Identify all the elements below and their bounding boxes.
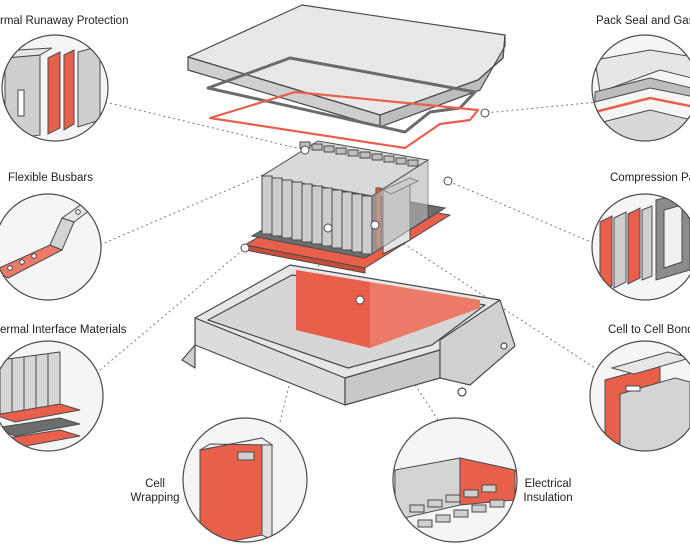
pack-seal — [208, 90, 480, 150]
label-cell-wrapping: Cell Wrapping — [125, 477, 185, 505]
detail-ring-cell-bond — [589, 340, 690, 452]
detail-thermal-runaway — [2, 35, 108, 141]
pack-lid — [187, 4, 506, 128]
detail-ring-thermal-runaway — [1, 34, 109, 142]
detail-ring-compression-pads — [591, 193, 690, 301]
detail-ring-cell-wrapping — [182, 417, 308, 543]
detail-cell-bond — [590, 341, 690, 451]
label-electrical-insulation: Electrical Insulation — [518, 477, 578, 505]
detail-ring-busbars — [0, 193, 102, 301]
label-flexible-busbars: Flexible Busbars — [8, 172, 94, 184]
detail-ring-thermal-interface — [0, 340, 104, 452]
label-electrical-insulation-line2: Insulation — [523, 492, 573, 504]
label-electrical-insulation-line1: Electrical — [524, 478, 572, 490]
detail-electrical-insulation — [393, 418, 517, 542]
label-thermal-interface: ermal Interface Materials — [0, 324, 127, 336]
pack-tray — [181, 264, 516, 406]
detail-busbars — [0, 194, 101, 300]
detail-cell-wrapping — [183, 418, 307, 542]
label-thermal-runaway: rmal Runaway Protection — [0, 15, 129, 27]
leader-cell-bond — [374, 224, 599, 371]
label-cell-wrapping-line1: Cell — [145, 478, 165, 490]
leader-thermal-runaway — [104, 101, 306, 151]
leader-compression — [447, 180, 599, 246]
detail-ring-pack-seal — [591, 34, 690, 142]
detail-thermal-interface — [0, 341, 103, 451]
leader-pack-seal — [484, 101, 599, 114]
label-pack-seal: Pack Seal and Gask — [596, 15, 690, 27]
detail-ring-electrical-insulation — [392, 417, 518, 543]
label-cell-to-cell: Cell to Cell Bond — [608, 324, 690, 336]
cell-module — [243, 140, 452, 274]
callout-markers — [240, 108, 490, 305]
label-compression-pads: Compression Pa — [610, 172, 690, 184]
leader-thermal-interface — [99, 247, 246, 371]
detail-compression-pads — [592, 194, 690, 300]
label-cell-wrapping-line2: Wrapping — [130, 492, 180, 504]
leader-busbars — [99, 157, 303, 246]
